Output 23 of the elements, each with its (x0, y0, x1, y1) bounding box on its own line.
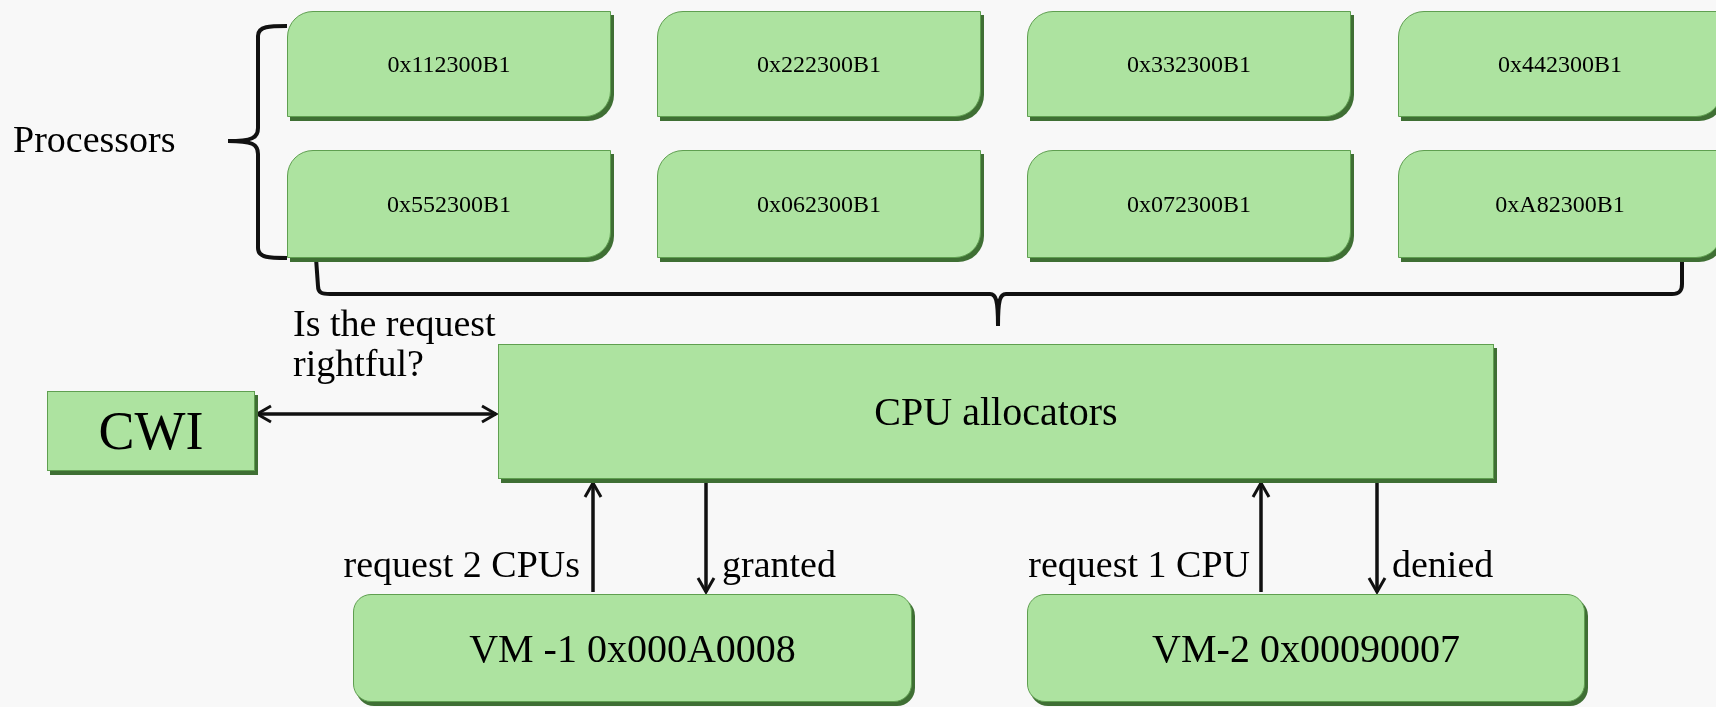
edge-label: denied (1392, 545, 1494, 585)
node-label: 0xA82300B1 (1495, 190, 1625, 218)
node-label: 0x442300B1 (1498, 50, 1622, 78)
arrow (696, 483, 716, 594)
arrow (583, 481, 603, 592)
node-label: 0x112300B1 (387, 50, 511, 78)
edge-label: request 2 CPUs (343, 545, 580, 585)
arrow (255, 404, 498, 424)
node-label: CWI (98, 400, 204, 462)
node-label: CPU allocators (874, 388, 1118, 435)
node-label: 0x332300B1 (1127, 50, 1251, 78)
arrow (1367, 483, 1387, 594)
arrow (1251, 481, 1271, 592)
node-label: 0x552300B1 (387, 190, 511, 218)
edge-label: request 1 CPU (1028, 545, 1250, 585)
node-label: 0x072300B1 (1127, 190, 1251, 218)
node-label: 0x062300B1 (757, 190, 881, 218)
node-label: VM -1 0x000A0008 (469, 624, 796, 672)
node-label: 0x222300B1 (757, 50, 881, 78)
edge-label: Is the request rightful? (293, 304, 497, 384)
edge-label: granted (722, 545, 836, 585)
node-label: VM-2 0x00090007 (1152, 624, 1460, 672)
group-label: Processors (13, 120, 176, 160)
